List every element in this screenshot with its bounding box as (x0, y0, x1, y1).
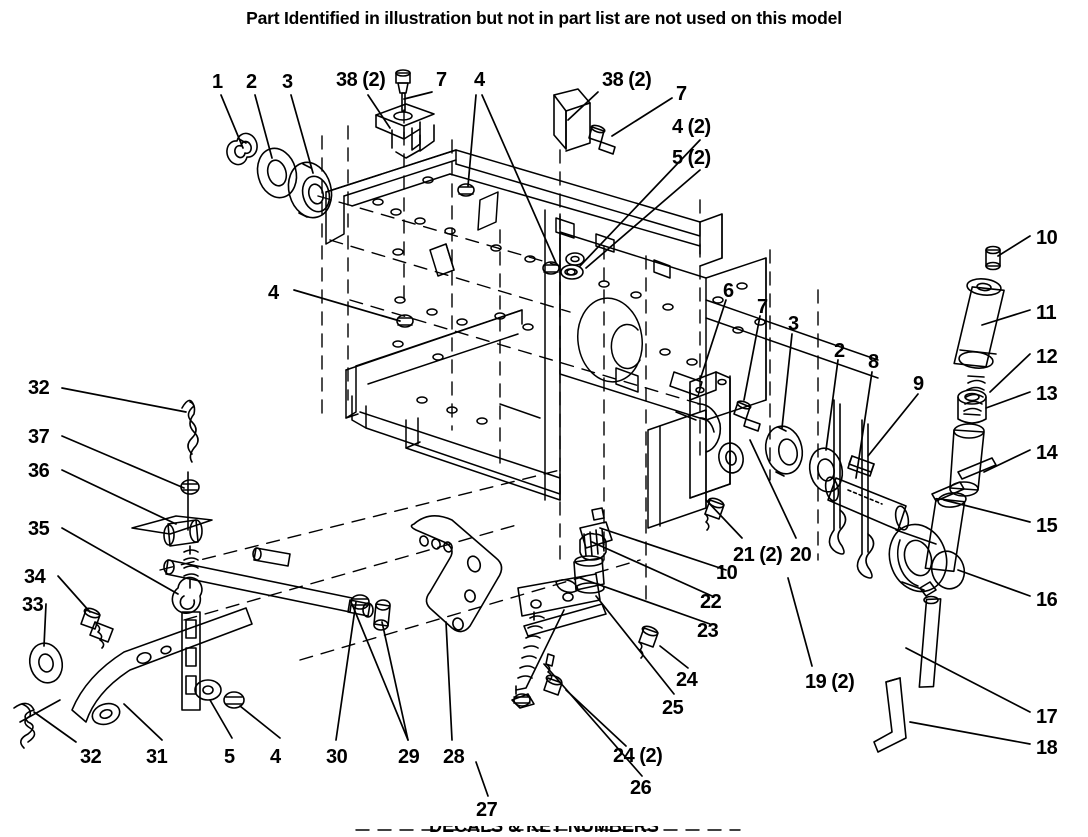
part-35-turnbuckle-spring (171, 545, 203, 614)
part-12-spring (963, 375, 986, 416)
callout-30: 30 (326, 746, 348, 768)
part-28-crank-arm (410, 515, 503, 633)
part-8-shaft (824, 476, 910, 531)
part-2-flat-washer (256, 147, 298, 199)
leader-lines-top-left (220, 91, 557, 264)
leader-lines-general (33, 91, 1031, 797)
part-14-roll-pin (957, 457, 997, 480)
callout-6: 6 (723, 280, 734, 302)
part-38-clamp-bracket-left (375, 103, 435, 159)
callout-7-mid: 7 (757, 296, 768, 318)
part-19-cotter-pins (828, 399, 875, 579)
part-11-grip-tube (953, 278, 1005, 369)
part-3-washer-mid (764, 425, 804, 477)
part-13-collar (957, 389, 987, 424)
callout-15: 15 (1036, 515, 1058, 537)
callout-37: 37 (28, 426, 50, 448)
callout-19-qty2: 19 (2) (805, 671, 855, 693)
callout-29: 29 (398, 746, 420, 768)
part-7-bolt-right (588, 124, 616, 155)
part-4-nut-left (223, 691, 245, 709)
callout-38-left: 38 (2) (336, 69, 386, 91)
callout-8: 8 (868, 351, 879, 373)
callout-4-qty2: 4 (2) (672, 116, 711, 138)
callout-24: 24 (676, 669, 698, 691)
callout-18: 18 (1036, 737, 1058, 759)
part-32-cotter-pin-top (181, 399, 199, 531)
callout-33: 33 (22, 594, 44, 616)
part-36-rod-sleeve (131, 515, 213, 547)
callout-7-top: 7 (436, 69, 447, 91)
callout-23: 23 (697, 620, 719, 642)
page-title: Part Identified in illustration but not … (246, 8, 842, 28)
callout-9: 9 (913, 373, 924, 395)
part-15-roll-pin (931, 481, 965, 502)
callout-11: 11 (1036, 302, 1057, 324)
callout-28: 28 (443, 746, 465, 768)
callout-31: 31 (146, 746, 168, 768)
part-30-chain-link-strap (181, 611, 201, 711)
part-27-rod-bottom (511, 603, 607, 709)
callout-21-qty2: 21 (2) (733, 544, 783, 566)
callout-10-right: 10 (1036, 227, 1058, 249)
callout-16: 16 (1036, 589, 1058, 611)
footer-caption-text: DECALS & KEY NUMBERS (429, 826, 659, 836)
part-13b-sleeve (949, 423, 985, 497)
part-31-lever-arm (71, 607, 253, 726)
part-34-bolt-left (80, 607, 114, 649)
part-23-spacer (573, 555, 605, 594)
callout-26: 26 (630, 777, 652, 799)
callout-7-right: 7 (676, 83, 687, 105)
part-2-washer-mid (718, 442, 744, 474)
part-1-retaining-ring (226, 132, 258, 166)
part-24-screw-upper (704, 497, 725, 531)
part-29-bushings (350, 594, 391, 631)
callout-3-mid: 3 (788, 313, 799, 335)
part-4-nuts-frame (396, 183, 560, 328)
part-16-handle-hub (888, 492, 967, 597)
part-32-cotter-pin-bottom (13, 699, 61, 749)
part-33-washer-left (28, 642, 64, 684)
part-10-cap (985, 245, 1001, 271)
part-5-washer-left (194, 679, 222, 701)
callout-34: 34 (24, 566, 46, 588)
callout-17: 17 (1036, 706, 1058, 728)
part-18-l-hook (873, 677, 907, 753)
callout-22: 22 (700, 591, 722, 613)
part-9-key (847, 455, 875, 477)
callout-24-qty2: 24 (2) (613, 745, 663, 767)
part-17-rod (918, 595, 942, 688)
part-22-knob (579, 507, 613, 561)
callout-32-bottom: 32 (80, 746, 102, 768)
callout-4-bottom: 4 (270, 746, 281, 768)
callout-12: 12 (1036, 346, 1058, 368)
callout-14: 14 (1036, 442, 1058, 464)
callout-2-mid: 2 (834, 340, 845, 362)
part-5-washers-frame (560, 252, 585, 280)
callout-38-right: 38 (2) (602, 69, 652, 91)
callout-35: 35 (28, 518, 50, 540)
callout-5-bottom: 5 (224, 746, 235, 768)
callout-13: 13 (1036, 383, 1058, 405)
part-3-bearing-spacer (287, 161, 333, 219)
part-38-clamp-bracket-right (553, 88, 591, 152)
callout-20: 20 (790, 544, 812, 566)
callout-32-top: 32 (28, 377, 50, 399)
callout-4-top: 4 (474, 69, 485, 91)
callout-27: 27 (476, 799, 498, 821)
callout-4-left: 4 (268, 282, 279, 304)
part-6-pivot-bracket (689, 371, 731, 499)
footer-caption-clipped: DECALS & KEY NUMBERS (0, 826, 1088, 837)
callout-36: 36 (28, 460, 50, 482)
callout-3: 3 (282, 71, 293, 93)
part-7-bolt-mid (733, 400, 761, 432)
cross-shaft-assembly (163, 547, 374, 618)
callout-2: 2 (246, 71, 257, 93)
callout-25: 25 (662, 697, 684, 719)
callout-10-mid: 10 (716, 562, 738, 584)
callout-5-qty2: 5 (2) (672, 147, 711, 169)
callout-1: 1 (212, 71, 223, 93)
